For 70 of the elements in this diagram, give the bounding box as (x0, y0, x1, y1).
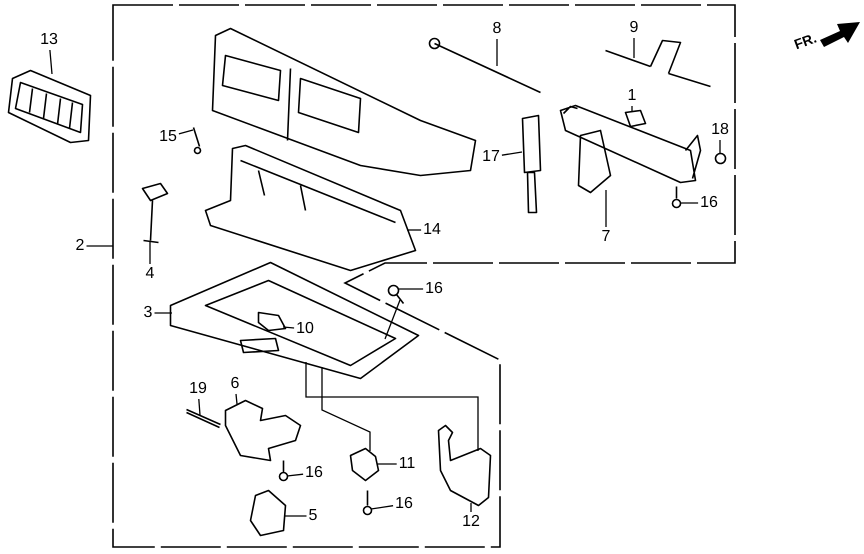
vent-grille-drawing (6, 68, 92, 144)
callout-number: 15 (159, 129, 177, 145)
leader-line (680, 202, 698, 204)
callout-number: 2 (76, 238, 84, 254)
leader-line (502, 151, 522, 156)
pin-drawing (184, 408, 222, 428)
clip-drawing (256, 310, 286, 332)
callout-number: 11 (398, 456, 416, 472)
leader-line (86, 245, 113, 247)
connector-line (384, 300, 401, 340)
callout-number: 10 (296, 321, 314, 337)
screw-drawing (278, 458, 288, 482)
tray-drawing (204, 144, 416, 272)
leader-line (285, 515, 306, 517)
bracket-drawing (436, 424, 492, 506)
screw-drawing (192, 126, 202, 154)
strut-drawing (520, 114, 542, 214)
leader-line (377, 463, 397, 465)
callout-number: 18 (711, 122, 729, 138)
spring-drawing (604, 38, 712, 88)
leader-line (605, 190, 607, 227)
leader-line (633, 38, 635, 58)
leader-line (149, 242, 151, 264)
callout-number: 7 (602, 229, 610, 245)
callout-number: 8 (492, 21, 502, 37)
leader-line (154, 312, 172, 314)
callout-number: 5 (308, 508, 318, 524)
screw-drawing (386, 284, 404, 304)
leader-line (286, 474, 304, 477)
leader-line (398, 288, 424, 290)
callout-number: 6 (230, 376, 240, 392)
connector-line (321, 367, 371, 451)
hook-drawing (248, 488, 286, 536)
frame-outline (112, 4, 737, 549)
rod-drawing (428, 36, 542, 94)
callout-number: 19 (189, 381, 207, 397)
bracket-drawing (224, 398, 302, 462)
leader-line (631, 106, 633, 111)
callout-number: 12 (462, 514, 480, 530)
sleeve-drawing (624, 108, 646, 128)
screw-drawing (362, 488, 372, 516)
screw-drawing (670, 184, 682, 208)
callout-number: 1 (628, 88, 636, 104)
leader-line (470, 503, 472, 512)
knob-drawing (140, 182, 168, 244)
callout-number: 14 (423, 222, 441, 238)
callout-number: 17 (482, 149, 500, 165)
callout-number: 16 (395, 496, 413, 512)
leader-line (178, 129, 194, 135)
leader-line (282, 326, 294, 329)
callout-number: 16 (700, 195, 718, 211)
direction-label: FR. (792, 30, 819, 52)
connector-line (305, 362, 479, 451)
leader-line (370, 505, 394, 510)
leader-line (235, 394, 238, 404)
callout-number: 13 (40, 32, 58, 48)
callout-number: 9 (630, 20, 638, 36)
hinge-drawing (558, 104, 702, 194)
callout-number: 3 (144, 305, 152, 321)
housing-drawing (210, 26, 476, 176)
leader-line (49, 50, 53, 74)
leader-line (719, 140, 721, 153)
leader-line (198, 398, 201, 416)
callout-number: 16 (305, 465, 323, 481)
callout-number: 16 (425, 281, 443, 297)
leader-line (407, 229, 422, 231)
leader-line (496, 39, 498, 66)
nut-drawing (714, 152, 726, 164)
bracket-drawing (348, 446, 380, 482)
callout-number: 4 (146, 266, 154, 282)
